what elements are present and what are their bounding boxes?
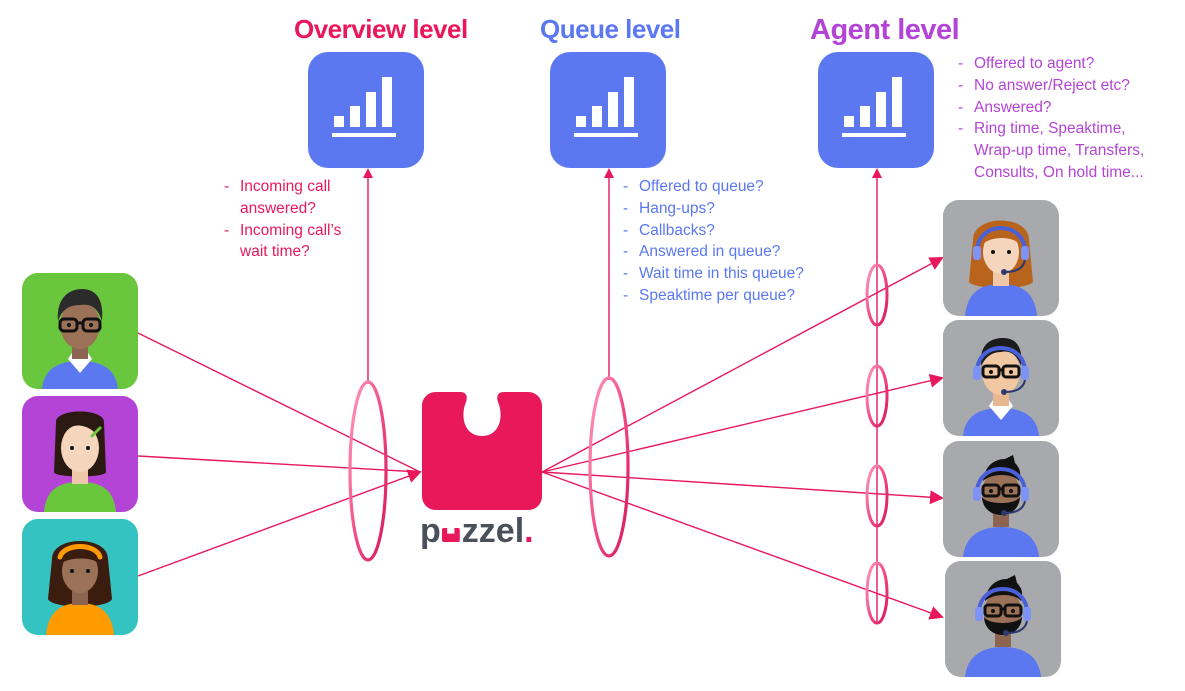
agent-woman-headset-icon [965,220,1037,316]
agent-ring-2 [865,364,889,428]
woman-curly-hair-icon [46,541,114,635]
caller-line-3 [137,469,422,577]
agent-metric: No answer/Reject etc? [958,75,1144,97]
queue-metric: Speaktime per queue? [623,285,804,307]
agent-avatar-2 [943,320,1059,436]
overview-ring [348,380,388,562]
agent-ring-3 [865,464,889,528]
agent-man-beard-headset-icon [963,455,1039,557]
agent-avatar-3 [943,441,1059,557]
agent-avatar-1 [943,200,1059,316]
agent-metric: Offered to agent? [958,53,1144,75]
queue-metric: Answered in queue? [623,241,804,263]
queue-metric: Hang-ups? [623,198,804,220]
wordmark-p: p [420,512,441,550]
metric-line: answered? [240,199,316,217]
metric-line: Ring time, Speaktime, [974,120,1126,138]
overview-metrics-list: Incoming call answered? Incoming call’s wa… [224,176,341,263]
agent-stats-icon [818,52,934,168]
agent-metrics-list: Offered to agent? No answer/Reject etc? … [958,53,1144,184]
man-glasses-icon [42,289,118,389]
queue-level-title: Queue level [540,14,681,44]
metric-line: Incoming call’s [240,221,342,239]
metric-line: Consults, On hold time... [974,163,1144,181]
queue-metric: Callbacks? [623,220,804,242]
bar-chart-icon [332,77,396,137]
queue-metric: Offered to queue? [623,176,804,198]
agent-ring-1 [865,263,889,327]
metric-line: Wrap-up time, Transfers, [974,142,1145,160]
wordmark-rest: zzel [461,512,525,550]
agent-line-2 [541,373,944,473]
agent-metric: Ring time, Speaktime, Wrap-up time, Trans… [958,118,1144,183]
queue-metrics-list: Offered to queue? Hang-ups? Callbacks? A… [623,176,804,307]
caller-line-1 [137,332,421,473]
agent-avatar-4 [945,561,1061,677]
caller-avatar-3 [22,519,138,635]
overview-metric: Incoming call answered? [224,176,341,220]
woman-dark-hair-icon [44,411,116,512]
agent-man-headset-icon [963,338,1039,436]
puzzel-hub-logo [422,392,542,510]
agent-metric: Answered? [958,97,1144,119]
queue-stats-icon [550,52,666,168]
agent-man-beard-headset-icon [965,575,1041,677]
metric-line: Incoming call [240,178,331,195]
agent-level-title: Agent level [810,14,960,46]
agent-line-4 [541,471,944,620]
caller-line-2 [137,455,421,473]
overview-stats-icon [308,52,424,168]
caller-avatar-1 [22,273,138,389]
queue-metric: Wait time in this queue? [623,263,804,285]
overview-level-title: Overview level [294,14,468,44]
metric-line: wait time? [240,243,310,261]
agent-line-3 [541,471,944,505]
puzzel-logo-icon [422,392,542,510]
overview-metric: Incoming call’s wait time? [224,220,341,264]
bar-chart-icon [574,77,638,137]
wordmark-dot: . [524,512,534,550]
queue-ring [588,376,630,558]
agent-ring-4 [865,561,889,625]
bar-chart-icon [842,77,906,137]
wordmark-u-icon [441,528,460,542]
caller-avatar-2 [22,396,138,512]
